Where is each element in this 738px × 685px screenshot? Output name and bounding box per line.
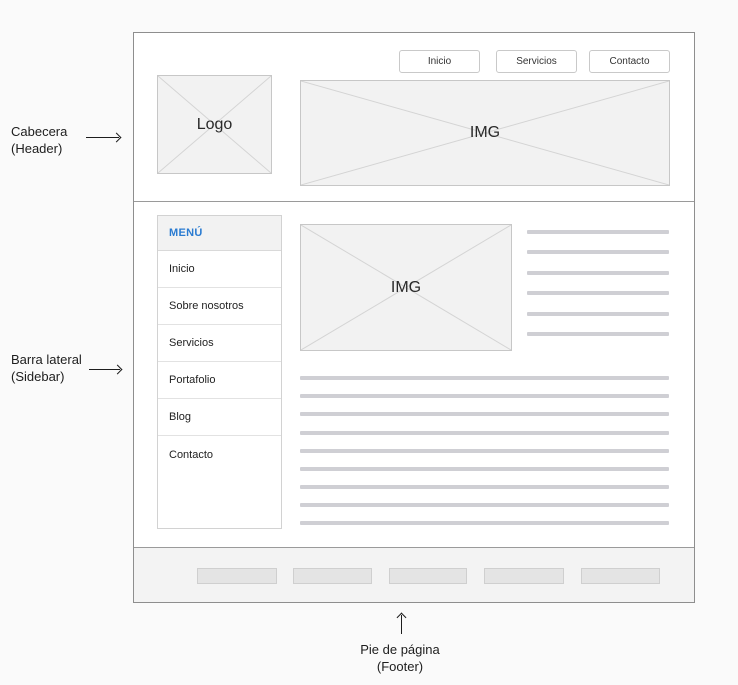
placeholder-cross-icon [158,76,271,173]
text-line [300,394,669,398]
sidebar-menu-title: MENÚ [158,216,281,251]
footer-annotation: Pie de página (Footer) [340,641,460,675]
footer-link-placeholder[interactable] [197,568,277,584]
nav-button-inicio[interactable]: Inicio [399,50,480,73]
content-image-placeholder: IMG [300,224,512,351]
header-annotation-line2: (Header) [11,141,63,156]
footer-link-placeholder[interactable] [581,568,660,584]
sidebar-item-contacto[interactable]: Contacto [169,448,214,461]
text-line [527,250,669,254]
text-line [300,485,669,489]
sidebar-annotation: Barra lateral (Sidebar) [11,351,82,385]
text-line [527,291,669,295]
sidebar-arrow-icon [89,369,120,370]
sidebar-menu: MENÚ Inicio Sobre nosotros Servicios Por… [157,215,282,529]
text-line [300,376,669,380]
text-line [527,312,669,316]
footer-annotation-line2: (Footer) [376,659,424,674]
text-line [300,503,669,507]
text-line [300,521,669,525]
sidebar-item-blog[interactable]: Blog [158,399,281,436]
nav-button-contacto[interactable]: Contacto [589,50,670,73]
footer-link-placeholder[interactable] [389,568,467,584]
text-line [527,271,669,275]
text-line [300,412,669,416]
header-annotation-line1: Cabecera [11,124,68,139]
sidebar-annotation-line1: Barra lateral [11,352,82,367]
footer-arrow-icon [401,615,402,634]
text-line [300,449,669,453]
text-line [300,467,669,471]
footer-link-placeholder[interactable] [293,568,372,584]
text-line [527,332,669,336]
banner-image-placeholder: IMG [300,80,670,186]
sidebar-item-inicio[interactable]: Inicio [158,251,281,288]
placeholder-cross-icon [301,81,669,185]
header-divider [134,201,694,202]
placeholder-cross-icon [301,225,511,350]
sidebar-item-portafolio[interactable]: Portafolio [158,362,281,399]
header-annotation: Cabecera (Header) [11,123,67,157]
footer-link-placeholder[interactable] [484,568,564,584]
footer-divider [134,547,694,548]
text-line [527,230,669,234]
header-arrow-icon [86,137,119,138]
text-line [300,431,669,435]
banner-image-label: IMG [469,124,501,141]
sidebar-item-sobre-nosotros[interactable]: Sobre nosotros [158,288,281,325]
logo-label: Logo [196,115,233,133]
content-image-label: IMG [390,278,422,296]
sidebar-item-servicios[interactable]: Servicios [158,325,281,362]
logo-placeholder: Logo [157,75,272,174]
sidebar-annotation-line2: (Sidebar) [11,369,65,384]
nav-button-servicios[interactable]: Servicios [496,50,577,73]
footer-annotation-line1: Pie de página [360,642,440,657]
